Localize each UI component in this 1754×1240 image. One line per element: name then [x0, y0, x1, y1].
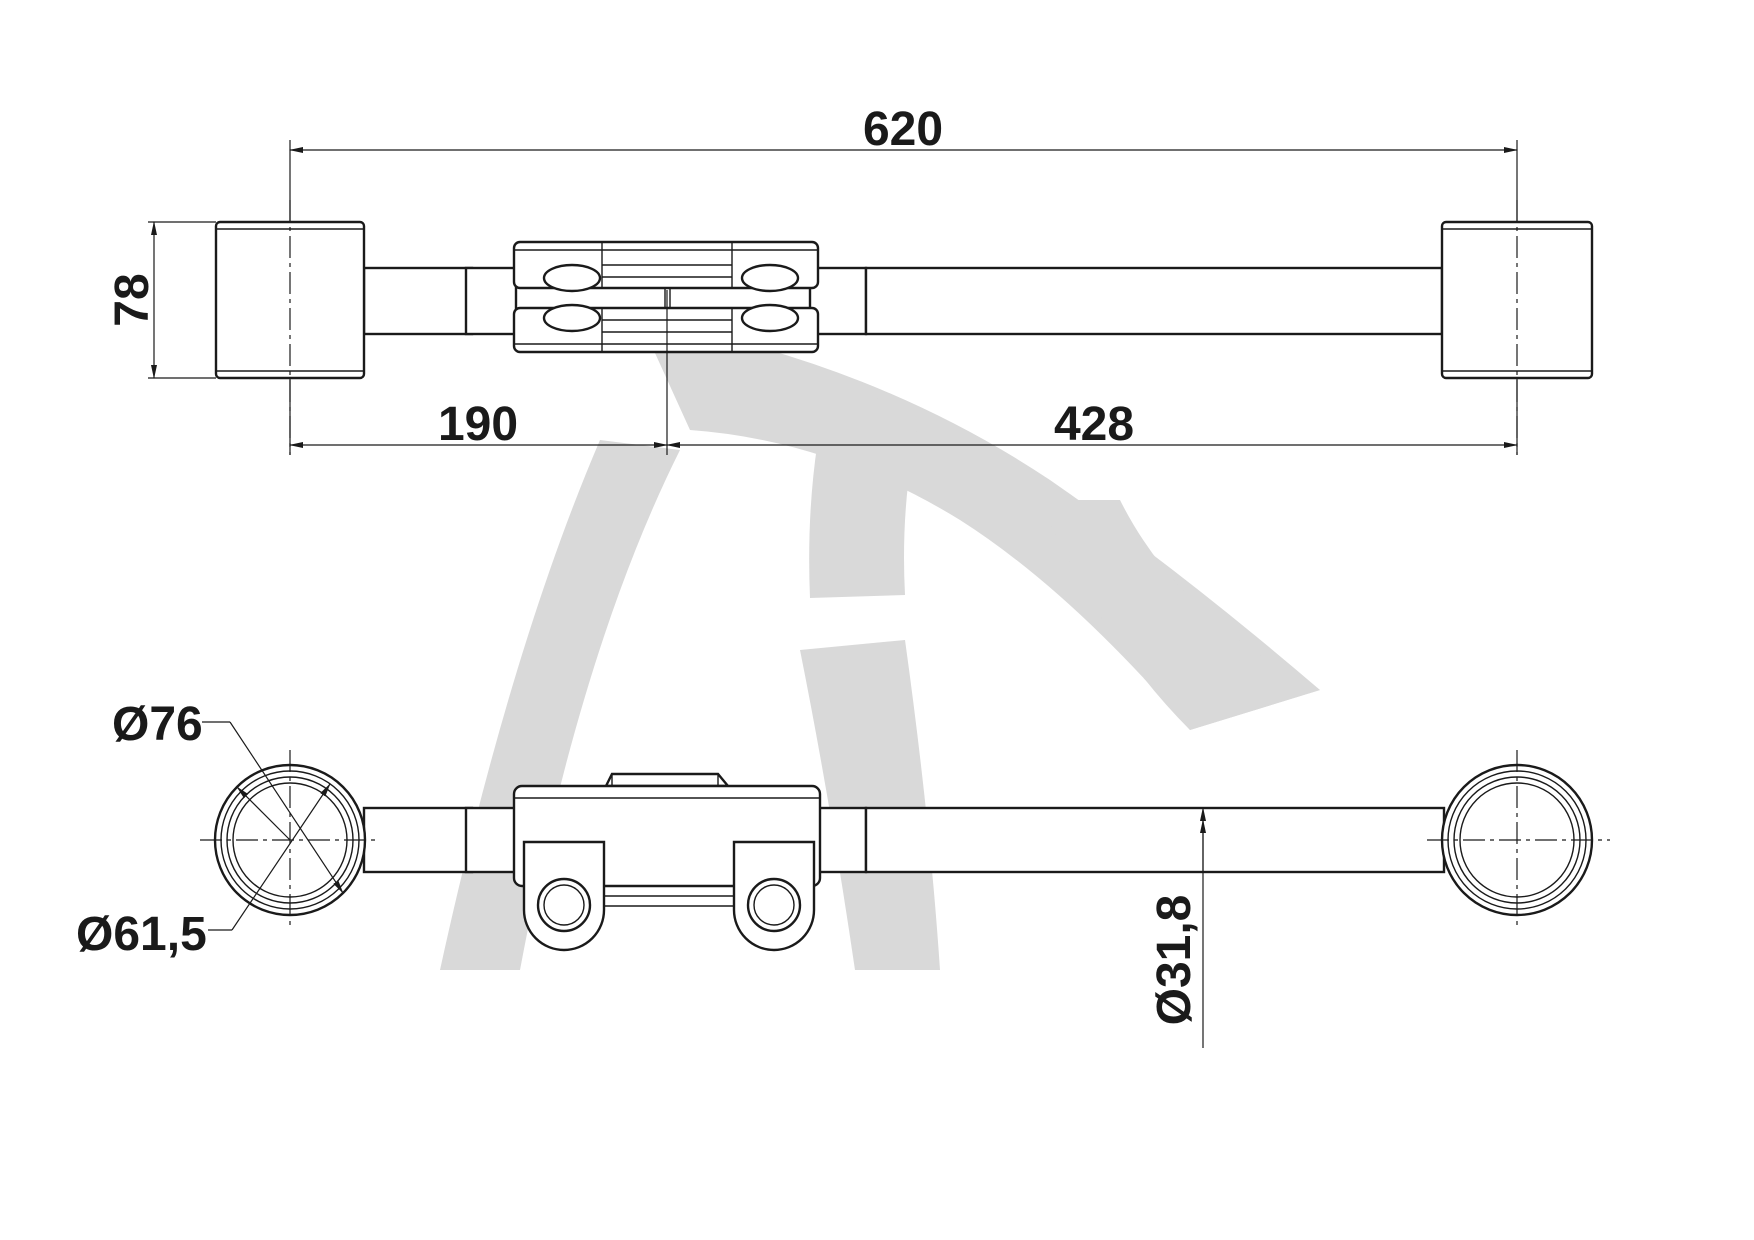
dim-428-label: 428	[1054, 398, 1134, 451]
dim-620-label: 620	[863, 103, 943, 156]
dim-tube-diameter-label: Ø31,8	[1148, 895, 1201, 1026]
front-view	[200, 750, 1610, 952]
dim-outer-diameter-label: Ø76	[112, 698, 203, 751]
top-dimensions: 620 78 190 428	[106, 103, 1518, 455]
front-dimensions: Ø76 Ø61,5 Ø31,8	[76, 698, 1206, 1048]
dim-190-label: 190	[438, 398, 518, 451]
dim-inner-diameter-label: Ø61,5	[76, 908, 207, 961]
top-view	[214, 200, 1594, 455]
dim-78-label: 78	[106, 273, 159, 326]
